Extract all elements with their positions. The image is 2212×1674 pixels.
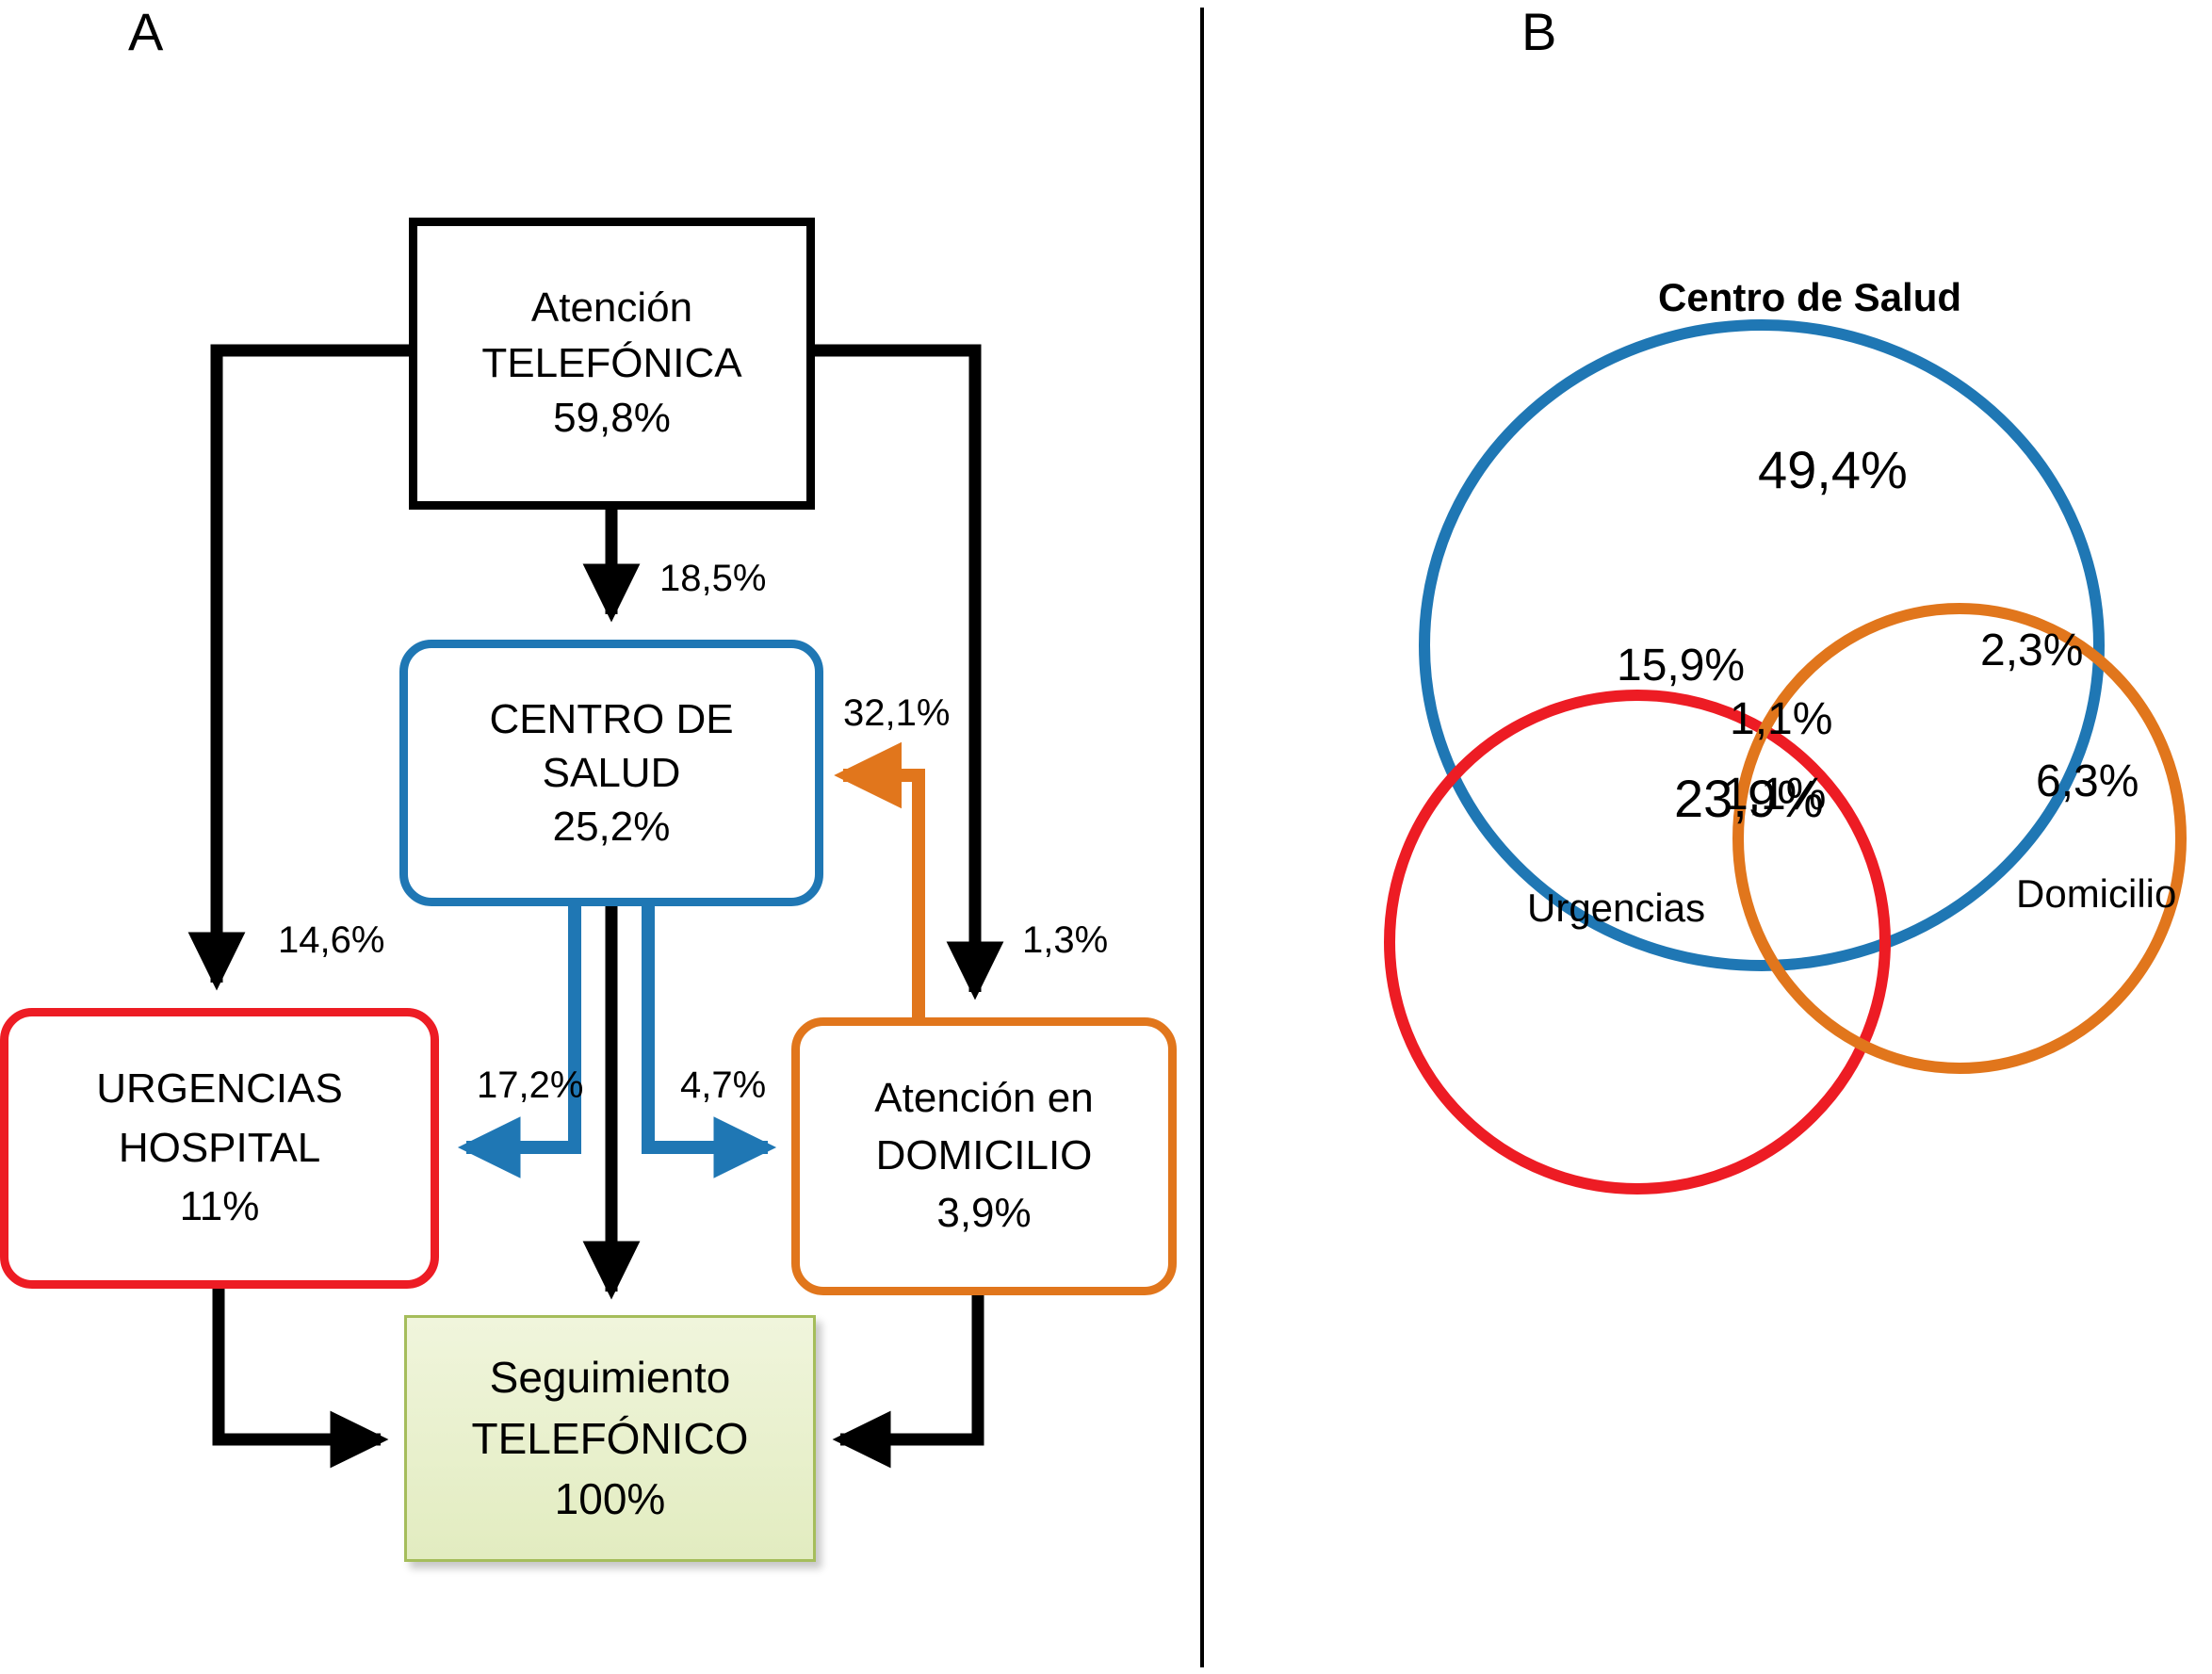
- edge-label-tel-to-centro: 18,5%: [659, 558, 767, 599]
- edge-label-dom-to-centro: 32,1%: [843, 692, 951, 734]
- node-line-1: Seguimiento: [489, 1353, 731, 1403]
- venn-circles: [1384, 319, 2187, 1195]
- node-line-2: SALUD: [542, 749, 681, 796]
- node-line-1: Atención en: [874, 1075, 1094, 1122]
- panel-a-letter: A: [128, 2, 164, 61]
- node-value: 25,2%: [552, 804, 671, 851]
- node-value: 11%: [179, 1183, 260, 1230]
- node-value: 59,8%: [553, 395, 671, 442]
- edge-label-tel-to-domicilio: 1,3%: [1022, 919, 1109, 961]
- node-atencion-telefonica[interactable]: Atención TELEFÓNICA 59,8%: [409, 218, 815, 510]
- node-line-1: URGENCIAS: [96, 1065, 343, 1113]
- venn-set-label-domicilio: Domicilio: [2016, 871, 2177, 916]
- panel-divider: [1200, 8, 1204, 1667]
- node-line-2: TELEFÓNICA: [481, 339, 742, 386]
- node-value: 100%: [554, 1474, 666, 1524]
- venn-diagram: Centro de Salud 49,4% 15,9% 2,3% 1,1% 23…: [1215, 0, 2212, 1674]
- node-value: 3,9%: [936, 1189, 1032, 1236]
- node-line-2: DOMICILIO: [875, 1132, 1093, 1179]
- node-line-1: CENTRO DE: [489, 695, 734, 742]
- node-seguimiento-telefonico[interactable]: Seguimiento TELEFÓNICO 100%: [404, 1315, 816, 1562]
- venn-value-urgencias-domicilio: 1,1%: [1723, 770, 1827, 820]
- venn-circle-domicilio: [1732, 603, 2187, 1074]
- panel-b-letter: B: [1521, 2, 1557, 61]
- node-line-1: Atención: [530, 284, 693, 332]
- node-line-2: TELEFÓNICO: [471, 1413, 749, 1463]
- venn-value-all-three: 1,1%: [1730, 694, 1833, 744]
- venn-value-urgencias-only: 23,9%: [1674, 769, 1824, 828]
- node-urgencias-hospital[interactable]: URGENCIAS HOSPITAL 11%: [0, 1008, 439, 1289]
- venn-circle-urgencias: [1384, 690, 1891, 1195]
- node-line-2: HOSPITAL: [118, 1124, 321, 1171]
- node-centro-de-salud[interactable]: CENTRO DE SALUD 25,2%: [399, 640, 823, 906]
- venn-value-centro-domicilio: 2,3%: [1980, 626, 2084, 675]
- edge-label-tel-to-urgencias: 14,6%: [278, 919, 385, 961]
- venn-circle-centro-de-salud: [1419, 319, 2105, 971]
- flowchart-connectors: [187, 344, 1004, 1469]
- edge-label-centro-to-domicilio: 4,7%: [680, 1065, 767, 1106]
- venn-value-domicilio-only: 6,3%: [2036, 756, 2139, 806]
- venn-set-label-urgencias: Urgencias: [1527, 886, 1706, 930]
- edge-label-centro-to-urgencias: 17,2%: [477, 1065, 584, 1106]
- venn-set-label-centro-de-salud: Centro de Salud: [1658, 275, 1962, 319]
- venn-value-centro-only: 49,4%: [1758, 440, 1908, 499]
- node-atencion-en-domicilio[interactable]: Atención en DOMICILIO 3,9%: [791, 1017, 1177, 1295]
- venn-value-centro-urgencias: 15,9%: [1617, 641, 1746, 691]
